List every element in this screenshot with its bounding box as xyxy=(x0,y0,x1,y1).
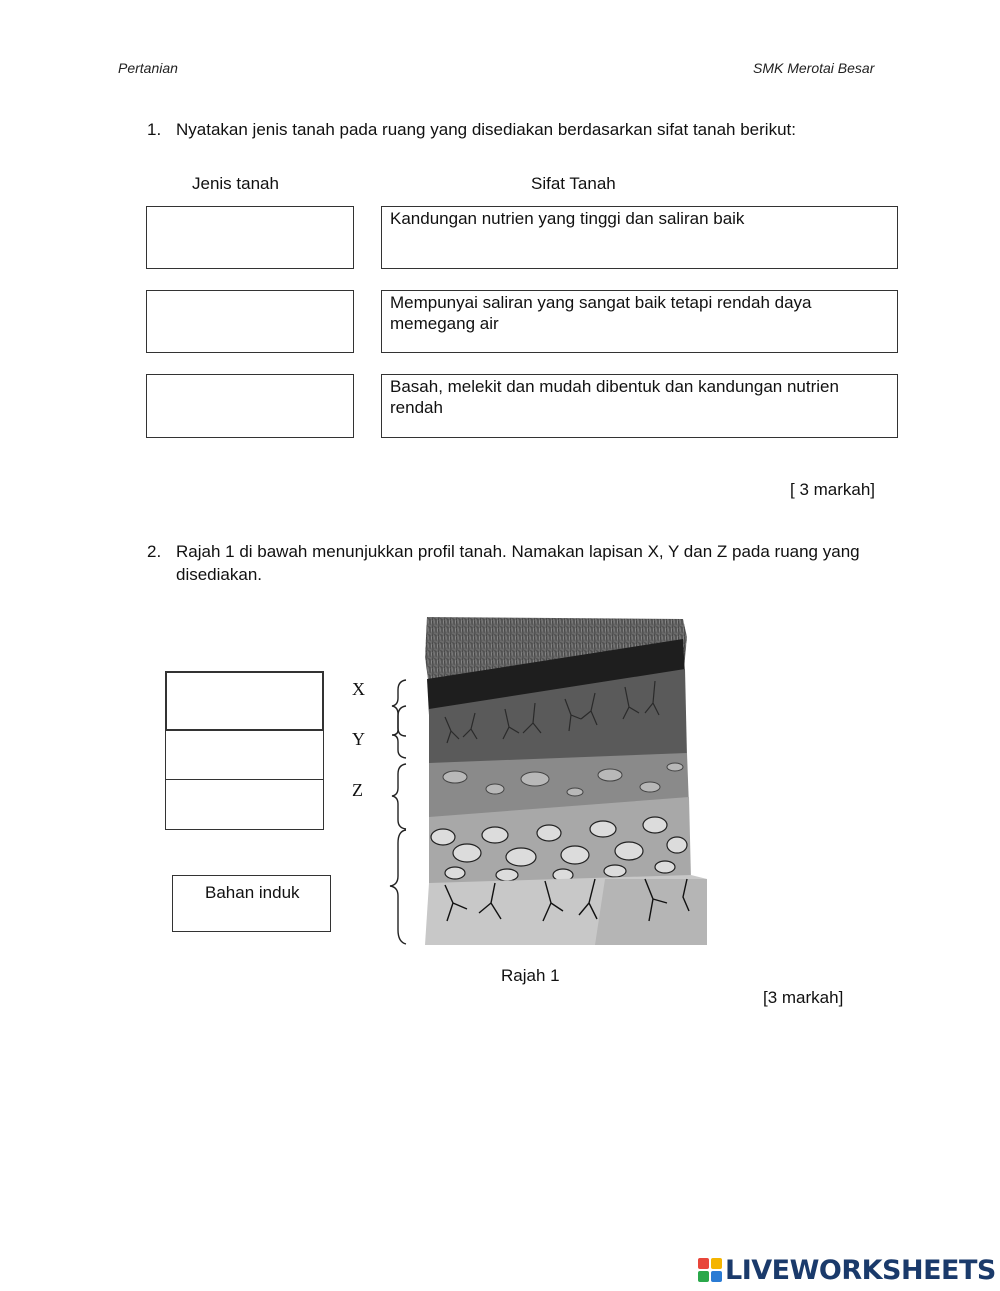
answer-box-layer-z[interactable] xyxy=(165,779,324,830)
bedrock-cracks xyxy=(444,878,690,922)
column-header-jenis: Jenis tanah xyxy=(192,174,279,193)
logo-square-i xyxy=(711,1258,722,1269)
question-2-number: 2. xyxy=(147,542,162,561)
brace-bahan-induk xyxy=(389,829,407,945)
layer-label-z: Z xyxy=(352,780,363,800)
figure-caption: Rajah 1 xyxy=(501,966,560,985)
bahan-induk-box: Bahan induk xyxy=(172,875,331,932)
soil-profile-illustration xyxy=(425,617,707,945)
answer-box-layer-y[interactable] xyxy=(165,730,324,780)
liveworksheets-brand: LIVEWORKSHEETS xyxy=(698,1254,996,1286)
humus-layer xyxy=(427,639,685,715)
brace-x xyxy=(391,679,407,737)
subject-header: Pertanian xyxy=(118,60,178,76)
logo-square-l xyxy=(698,1258,709,1269)
question-1-number: 1. xyxy=(147,120,162,139)
rock-fragments xyxy=(430,816,688,882)
answer-box-soil-type-2[interactable] xyxy=(146,290,354,353)
answer-box-layer-x[interactable] xyxy=(165,671,324,731)
logo-square-v xyxy=(698,1271,709,1282)
question-1-text: Nyatakan jenis tanah pada ruang yang dis… xyxy=(176,120,796,139)
liveworksheets-logo-icon xyxy=(698,1258,722,1282)
school-header: SMK Merotai Besar xyxy=(753,60,875,76)
question-2-text: Rajah 1 di bawah menunjukkan profil tana… xyxy=(176,542,860,584)
topsoil-layer xyxy=(429,669,687,767)
column-header-sifat: Sifat Tanah xyxy=(531,174,616,193)
question-1-marks: [ 3 markah] xyxy=(790,480,876,499)
brace-z xyxy=(391,763,407,830)
logo-square-e xyxy=(711,1271,722,1282)
question-2-marks: [3 markah] xyxy=(763,988,844,1007)
layer-braces xyxy=(389,679,407,945)
answer-box-soil-type-1[interactable] xyxy=(146,206,354,269)
subsoil-stones xyxy=(442,762,684,797)
brand-name: LIVEWORKSHEETS xyxy=(725,1254,996,1286)
property-box-3: Basah, melekit dan mudah dibentuk dan ka… xyxy=(381,374,898,438)
answer-box-soil-type-3[interactable] xyxy=(146,374,354,438)
layer-label-x: X xyxy=(352,679,365,699)
layer-label-y: Y xyxy=(352,729,365,749)
property-box-2: Mempunyai saliran yang sangat baik tetap… xyxy=(381,290,898,353)
property-box-1: Kandungan nutrien yang tinggi dan salira… xyxy=(381,206,898,269)
brace-y xyxy=(391,705,407,759)
roots xyxy=(444,680,660,744)
weathered-rock-layer xyxy=(429,797,691,887)
